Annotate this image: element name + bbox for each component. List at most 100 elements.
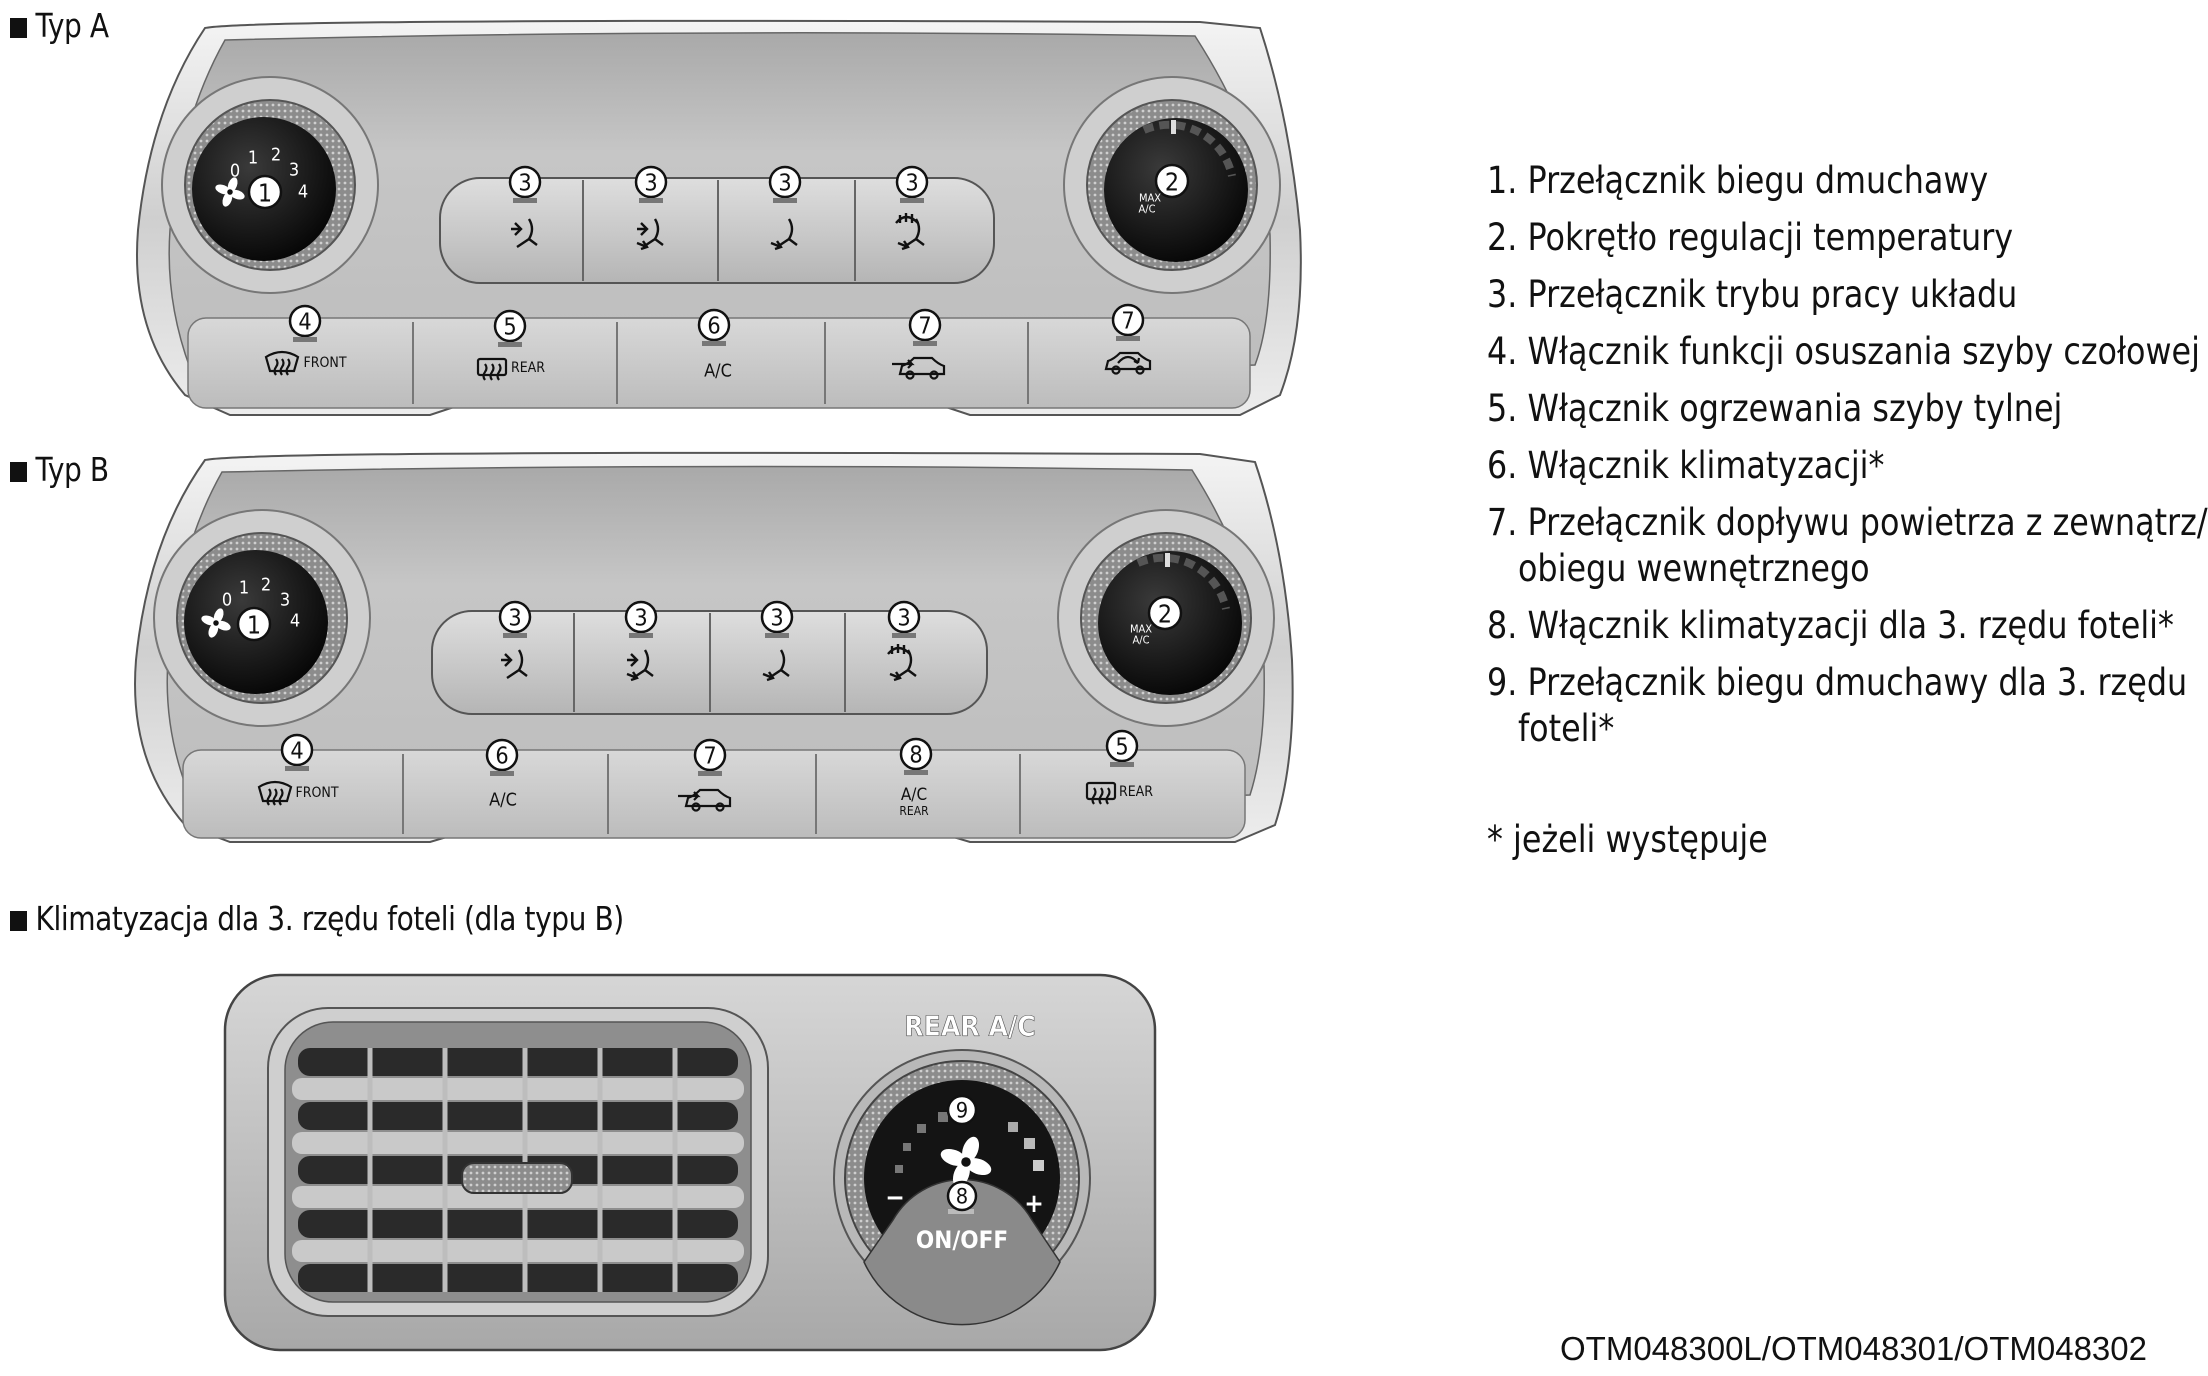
- callout-number: 7: [918, 313, 931, 340]
- vent-floor-defrost-icon: [887, 644, 917, 682]
- legend-item-text-continued: obiegu wewnętrznego: [1517, 547, 1870, 590]
- callout-3: 3: [768, 165, 802, 199]
- ac-label: A/C: [489, 790, 517, 811]
- callout-3: 3: [887, 600, 921, 634]
- callout-number: 3: [778, 170, 791, 197]
- on-off-label: ON/OFF: [916, 1226, 1008, 1254]
- callout-6: 6: [485, 738, 519, 772]
- vent-floor-icon: [762, 649, 790, 682]
- fan-speed-mark: 0: [222, 590, 232, 611]
- legend-item-text: 6. Włącznik klimatyzacji*: [1487, 444, 1885, 487]
- callout-number: 3: [770, 605, 783, 632]
- indicator-led: [765, 633, 789, 638]
- windshield-defrost-icon: [264, 350, 300, 376]
- callout-number: 3: [897, 605, 910, 632]
- front-label: FRONT: [295, 785, 338, 801]
- legend-item: 1. Przełącznik biegu dmuchawy: [1487, 158, 2037, 204]
- callout-number: 5: [503, 314, 516, 341]
- fan-speed-mark: 1: [248, 148, 258, 169]
- vent-bilevel-icon: [626, 649, 654, 682]
- callout-number: 8: [909, 742, 922, 769]
- callout-number: 1: [247, 611, 261, 640]
- callout-3: 3: [634, 165, 668, 199]
- legend-item-text: 2. Pokrętło regulacji temperatury: [1487, 216, 2014, 259]
- callout-number: 5: [1115, 734, 1128, 761]
- indicator-led: [773, 198, 797, 203]
- indicator-led: [1110, 762, 1134, 767]
- legend-item: 9. Przełącznik biegu dmuchawy dla 3. rzę…: [1487, 660, 2187, 752]
- legend-item: 5. Włącznik ogrzewania szyby tylnej: [1487, 386, 2062, 432]
- ac-small-label: A/C: [1138, 203, 1155, 216]
- bullet-square-icon: [10, 462, 27, 482]
- legend-item-text: 8. Włącznik klimatyzacji dla 3. rzędu fo…: [1487, 604, 2174, 647]
- indicator-led: [293, 337, 317, 342]
- max-label: MAX: [1130, 623, 1152, 636]
- indicator-led: [900, 198, 924, 203]
- fan-icon: [215, 177, 245, 207]
- air-vent-louvers: [292, 1048, 744, 1292]
- callout-number: 7: [703, 743, 716, 770]
- legend-item-text: 4. Włącznik funkcji osuszania szyby czoł…: [1487, 330, 2200, 373]
- panel-type-b: [134, 451, 1294, 843]
- fan-speed-mark: 2: [271, 145, 281, 166]
- callout-2: 2: [1154, 163, 1190, 199]
- climate-control-illustration: 0123412MAXA/C33334FRONT5REAR6A/C77012341…: [134, 19, 1302, 1352]
- legend-item: 4. Włącznik funkcji osuszania szyby czoł…: [1487, 329, 2200, 375]
- fan-speed-mark: 2: [261, 575, 271, 596]
- callout-number: 3: [905, 170, 918, 197]
- callout-number: 4: [290, 738, 303, 765]
- callout-3: 3: [624, 600, 658, 634]
- fan-speed-mark: 3: [280, 590, 290, 611]
- vent-floor-icon: [770, 218, 798, 251]
- legend-list: 1. Przełącznik biegu dmuchawy 2. Pokrętł…: [1487, 158, 2208, 763]
- indicator-led: [702, 341, 726, 346]
- fresh-air-intake-icon: [678, 788, 732, 812]
- indicator-led: [513, 198, 537, 203]
- indicator-led: [498, 342, 522, 347]
- callout-8: 8: [899, 737, 933, 771]
- rear-window-defrost-icon: [476, 357, 508, 381]
- indicator-led: [285, 766, 309, 771]
- callout-1: 1: [236, 606, 272, 642]
- fan-speed-mark: 4: [290, 611, 300, 632]
- air-recirculation-icon: [1104, 351, 1152, 375]
- footnote: * jeżeli występuje: [1487, 818, 1768, 861]
- section-label-third-row: Klimatyzacja dla 3. rzędu foteli (dla ty…: [10, 899, 624, 938]
- rear-small-label: REAR: [899, 804, 929, 818]
- ac-label: A/C: [704, 361, 732, 382]
- legend-item-text-continued: foteli*: [1517, 707, 1615, 750]
- vent-adjust-wheel[interactable]: [461, 1162, 573, 1194]
- legend-item: 6. Włącznik klimatyzacji*: [1487, 443, 2037, 489]
- callout-7: 7: [693, 738, 727, 772]
- callout-number: 3: [518, 170, 531, 197]
- callout-number: 1: [258, 179, 272, 208]
- callout-number: 6: [495, 743, 508, 770]
- rear-ac-title: REAR A/C: [904, 1010, 1035, 1043]
- indicator-led: [698, 771, 722, 776]
- indicator-led: [1116, 336, 1140, 341]
- legend-item-text: 7. Przełącznik dopływu powietrza z zewną…: [1487, 501, 2208, 544]
- fan-speed-mark: 3: [289, 160, 299, 181]
- section-label-third-row-text: Klimatyzacja dla 3. rzędu foteli (dla ty…: [35, 899, 625, 938]
- callout-number: 3: [634, 605, 647, 632]
- callout-3: 3: [498, 600, 532, 634]
- callout-1: 1: [247, 174, 283, 210]
- callout-7: 7: [908, 308, 942, 342]
- section-label-type-b-text: Typ B: [35, 450, 110, 489]
- indicator-led: [948, 1209, 974, 1214]
- rear-label: REAR: [1119, 784, 1153, 800]
- callout-3: 3: [895, 165, 929, 199]
- front-label: FRONT: [303, 355, 346, 371]
- ac-rear-label: A/C: [901, 785, 927, 805]
- legend-item: 2. Pokrętło regulacji temperatury: [1487, 215, 2037, 261]
- rear-fan-icon: [940, 1136, 992, 1188]
- callout-6: 6: [697, 308, 731, 342]
- max-label: MAX: [1139, 192, 1161, 205]
- vent-bilevel-icon: [636, 218, 664, 251]
- callout-number: 8: [956, 1185, 968, 1210]
- plus-label: +: [1024, 1189, 1044, 1219]
- legend-item: 3. Przełącznik trybu pracy układu: [1487, 272, 2037, 318]
- section-label-type-a-text: Typ A: [35, 6, 110, 45]
- section-label-type-b: Typ B: [10, 450, 109, 489]
- callout-3: 3: [508, 165, 542, 199]
